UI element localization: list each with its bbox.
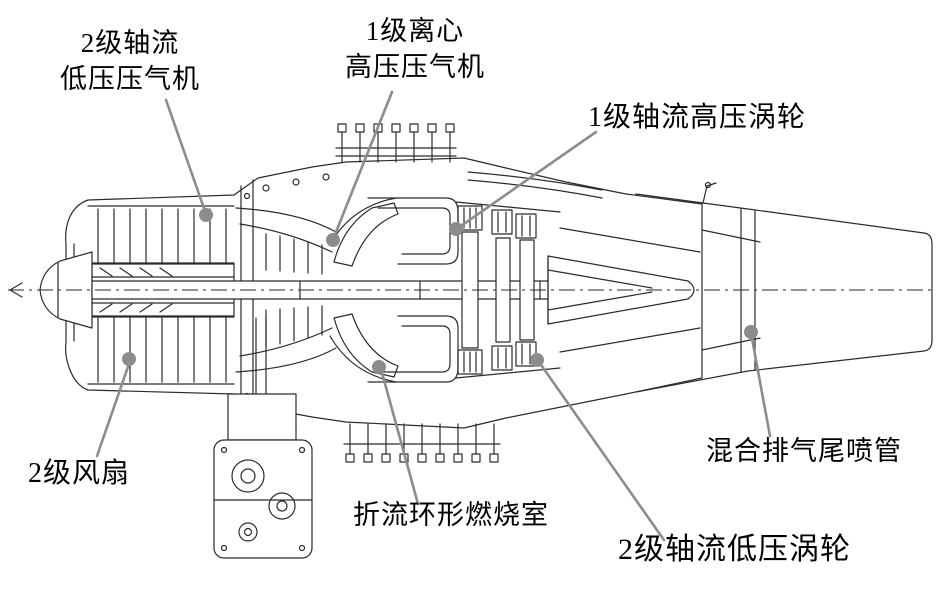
callout-dot: [449, 222, 463, 236]
strut-bolt: [243, 192, 251, 200]
nozzle-top-fitting-bolt: [704, 181, 712, 189]
case-bolt: [262, 184, 270, 192]
leader-lines: [95, 90, 772, 542]
label-lp-compressor: 2级轴流 低压压气机: [60, 28, 200, 94]
leader-hp-turbine: [456, 130, 598, 230]
callout-dots: [122, 208, 758, 374]
nozzle-top-fitting: [702, 182, 717, 204]
splitter-curves: [235, 207, 337, 373]
fan-hub-lines: [91, 276, 235, 304]
top-pipes: [467, 171, 603, 199]
leader-centrifugal: [332, 90, 394, 239]
label-centrifugal-hp-compressor: 1级离心 高压压气机: [345, 16, 485, 82]
fan-hub-hatch: [99, 267, 173, 313]
callout-dot: [326, 233, 340, 247]
callout-dot: [744, 325, 758, 339]
label-lp-turbine: 2级轴流低压涡轮: [618, 533, 851, 566]
callout-dot: [530, 353, 544, 367]
leader-exhaust: [749, 331, 772, 438]
case-bolt: [322, 173, 330, 181]
tail-cone-lines: [547, 255, 653, 325]
label-exhaust-nozzle: 混合排气尾喷管: [706, 436, 902, 466]
mixer-duct-lines: [559, 227, 761, 353]
top-stud-bolts: [335, 123, 457, 163]
engine-drawing-group: [9, 123, 933, 559]
core-flowpath-curves: [239, 223, 333, 357]
fan-platform-lines: [91, 262, 235, 318]
bottom-stud-bolts: [343, 423, 501, 463]
fan-case-inner-lines: [87, 205, 235, 385]
label-hp-turbine: 1级轴流高压涡轮: [588, 102, 807, 133]
leader-combustor: [379, 367, 420, 506]
callout-dot: [372, 360, 386, 374]
leader-fan: [95, 359, 132, 458]
label-fan: 2级风扇: [28, 458, 131, 489]
callout-dot: [122, 352, 136, 366]
label-combustor: 折流环形燃烧室: [353, 500, 549, 530]
turbine-case-lines: [455, 201, 561, 379]
callout-dot: [199, 208, 213, 222]
leader-lp-compressor: [164, 98, 208, 216]
case-bolt: [292, 178, 300, 186]
exhaust-nozzle: [635, 193, 933, 393]
accessory-gearbox: [213, 393, 313, 559]
leader-lp-turbine: [537, 360, 666, 542]
tower-shaft: [255, 317, 267, 395]
